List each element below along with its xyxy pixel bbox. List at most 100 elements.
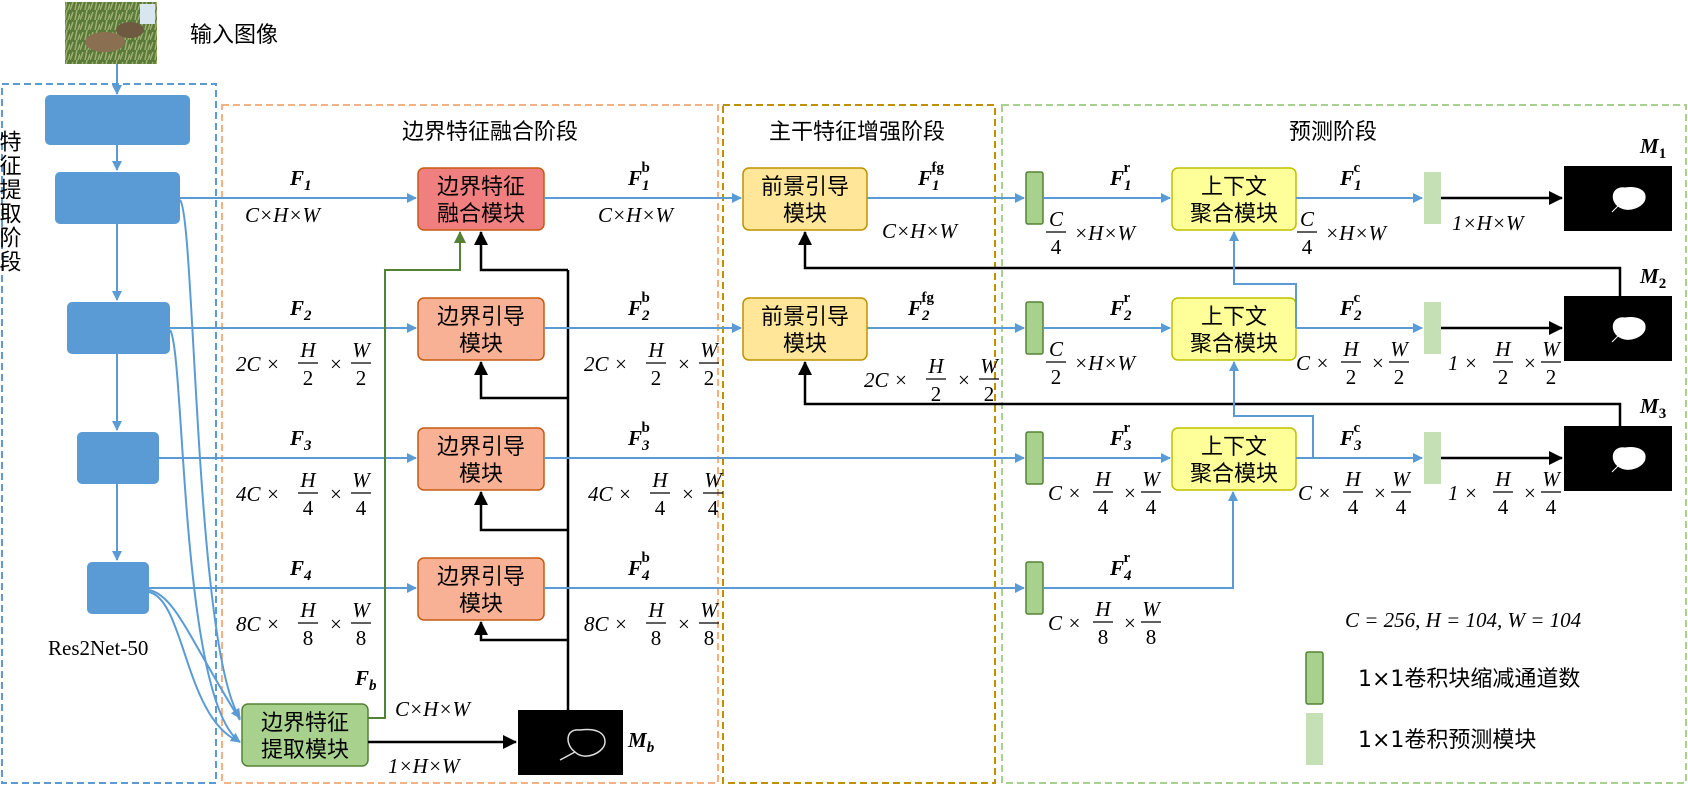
fgm2-label-2: 模块 bbox=[783, 332, 827, 357]
f1r-dim-c-num: C bbox=[1049, 207, 1064, 231]
f3-dim-times: × bbox=[330, 482, 342, 506]
backbone-block-2 bbox=[67, 302, 170, 354]
f2b-dim-w-den: 2 bbox=[704, 366, 715, 390]
f3b-dim-times: × bbox=[682, 482, 694, 506]
f2c-dim-h-den: 2 bbox=[1346, 365, 1357, 389]
conv-reduce-4 bbox=[1025, 561, 1044, 615]
f2-dim-pre: 2C × bbox=[236, 352, 280, 376]
output-mask-m3 bbox=[1564, 426, 1672, 491]
stage-frame-enhance bbox=[722, 104, 996, 784]
m2-label: M2 bbox=[1639, 264, 1666, 292]
f3-dim-w-num: W bbox=[352, 468, 372, 492]
f2fg-dim-h-num: H bbox=[927, 354, 945, 378]
m3-dim-h-num: H bbox=[1494, 467, 1512, 491]
f3r-dim-h-num: H bbox=[1094, 467, 1112, 491]
f2-dim-w-den: 2 bbox=[356, 366, 367, 390]
m2-dim-pre: 1 × bbox=[1448, 351, 1478, 375]
cam2-label-1: 上下文 bbox=[1201, 305, 1267, 330]
cam1-label-2: 聚合模块 bbox=[1190, 202, 1278, 227]
conv-reduce-1 bbox=[1025, 171, 1044, 225]
f2b-label: F2b bbox=[627, 290, 650, 324]
stage-frame-extract bbox=[1, 83, 217, 784]
f4b-dim-times: × bbox=[678, 612, 690, 636]
bgm4-label-2: 模块 bbox=[459, 592, 503, 617]
f4-label: F4 bbox=[289, 556, 312, 584]
conv-reduce-3 bbox=[1025, 431, 1044, 485]
f2fg-label: F2fg bbox=[907, 290, 935, 324]
f4-dim-w-den: 8 bbox=[356, 626, 367, 650]
f1r-dim-c-den: 4 bbox=[1051, 235, 1062, 259]
f3c-dim-pre: C × bbox=[1298, 481, 1331, 505]
f1c-dim-tail: ×H×W bbox=[1325, 221, 1389, 245]
conv-predict-3 bbox=[1424, 432, 1441, 484]
f2b-dim-h-den: 2 bbox=[651, 366, 662, 390]
f3-dim-h-num: H bbox=[299, 468, 317, 492]
f2-dim-h-den: 2 bbox=[303, 366, 314, 390]
f4r-dim-times: × bbox=[1124, 611, 1136, 635]
f3b-dim-pre: 4C × bbox=[588, 482, 632, 506]
f4r-label: F4r bbox=[1109, 550, 1132, 584]
backbone-block-4 bbox=[87, 562, 149, 614]
f3c-dim-w-num: W bbox=[1392, 467, 1412, 491]
f2b-dim-times: × bbox=[678, 352, 690, 376]
f2b-dim-w-num: W bbox=[700, 338, 720, 362]
stage-frame-fuse bbox=[221, 104, 719, 784]
f4r-dim-h-den: 8 bbox=[1098, 625, 1109, 649]
f2c-dim-times: × bbox=[1372, 351, 1384, 375]
f3-label: F3 bbox=[289, 426, 312, 454]
f3r-dim-h-den: 4 bbox=[1098, 495, 1109, 519]
m3-label: M3 bbox=[1639, 394, 1666, 422]
f3-dim-h-den: 4 bbox=[303, 496, 314, 520]
m3-dim-pre: 1 × bbox=[1448, 481, 1478, 505]
bgm2-label-1: 边界引导 bbox=[437, 305, 525, 330]
stage-title-enhance: 主干特征增强阶段 bbox=[769, 120, 945, 145]
m2-dim-h-den: 2 bbox=[1498, 365, 1509, 389]
f2r-dim-tail: ×H×W bbox=[1074, 351, 1138, 375]
f3-dim-w-den: 4 bbox=[356, 496, 367, 520]
f3b-dim-w-den: 4 bbox=[708, 496, 719, 520]
bgm3-label-1: 边界引导 bbox=[437, 435, 525, 460]
cam2-label-2: 聚合模块 bbox=[1190, 332, 1278, 357]
bgm3-label-2: 模块 bbox=[459, 462, 503, 487]
conv-predict-2 bbox=[1424, 302, 1441, 354]
backbone-block-0 bbox=[45, 95, 190, 145]
f4b-dim-w-den: 8 bbox=[704, 626, 715, 650]
f2fg-dim-h-den: 2 bbox=[931, 382, 942, 406]
f1b-dim: C×H×W bbox=[598, 203, 676, 227]
bem-label-2: 提取模块 bbox=[261, 738, 349, 763]
f1-dim: C×H×W bbox=[245, 203, 323, 227]
legend-reduce-label: 1×1卷积块缩减通道数 bbox=[1358, 667, 1580, 692]
stage-title-extract: 特征提取阶段 bbox=[0, 130, 22, 274]
f1b-label: F1b bbox=[627, 160, 650, 194]
f1-label: F1 bbox=[289, 166, 312, 194]
f4-dim-w-num: W bbox=[352, 598, 372, 622]
f2c-label: F2c bbox=[1339, 290, 1362, 324]
f4-dim-times: × bbox=[330, 612, 342, 636]
f4-dim-h-den: 8 bbox=[303, 626, 314, 650]
m2-dim-h-num: H bbox=[1494, 337, 1512, 361]
f4b-dim-h-den: 8 bbox=[651, 626, 662, 650]
f2b-dim-h-num: H bbox=[647, 338, 665, 362]
f3b-dim-w-num: W bbox=[704, 468, 724, 492]
f3r-label: F3r bbox=[1109, 420, 1132, 454]
f4b-dim-h-num: H bbox=[647, 598, 665, 622]
f4b-dim-pre: 8C × bbox=[584, 612, 628, 636]
legend-predict-label: 1×1卷积预测模块 bbox=[1358, 728, 1536, 753]
f3c-dim-w-den: 4 bbox=[1396, 495, 1407, 519]
output-mask-m1 bbox=[1564, 166, 1672, 231]
f2fg-dim-pre: 2C × bbox=[864, 368, 908, 392]
f2b-dim-pre: 2C × bbox=[584, 352, 628, 376]
boundary-fusion-module-label-2: 融合模块 bbox=[437, 202, 525, 227]
f3r-dim-w-den: 4 bbox=[1146, 495, 1157, 519]
m1-label: M1 bbox=[1639, 134, 1666, 162]
bem-mask-dim: 1×H×W bbox=[388, 754, 462, 778]
stage-title-predict: 预测阶段 bbox=[1289, 120, 1377, 145]
backbone-block-1 bbox=[55, 172, 180, 224]
f4b-label: F4b bbox=[627, 550, 650, 584]
f1r-dim-tail: ×H×W bbox=[1074, 221, 1138, 245]
conv-predict-1 bbox=[1424, 172, 1441, 224]
cam1-label-1: 上下文 bbox=[1201, 175, 1267, 200]
cam3-label-2: 聚合模块 bbox=[1190, 462, 1278, 487]
f4-dim-h-num: H bbox=[299, 598, 317, 622]
